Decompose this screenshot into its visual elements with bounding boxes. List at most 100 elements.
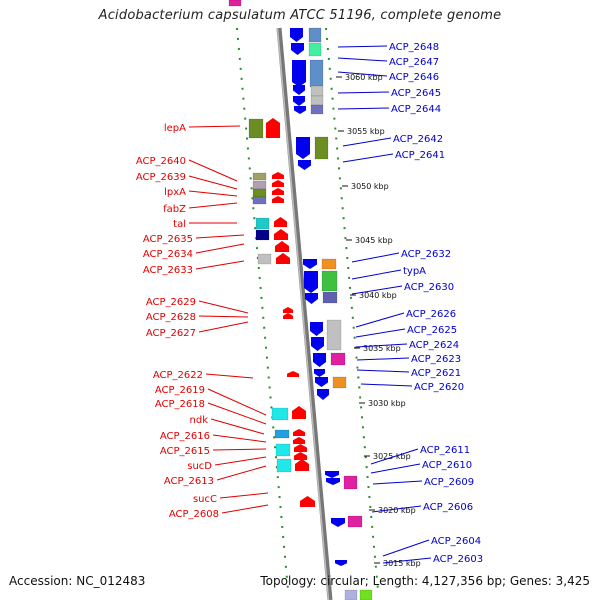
gene-label: ACP_2642 xyxy=(393,134,443,145)
gene-label: ACP_2627 xyxy=(146,328,196,339)
reverse-gene-arrow xyxy=(293,96,305,106)
cog-box xyxy=(248,118,264,139)
leader-line xyxy=(351,285,403,295)
kbp-tick-label: 3025 kbp xyxy=(373,452,411,461)
gene-label: ndk xyxy=(190,415,209,426)
leader-line xyxy=(355,328,406,338)
cog-box xyxy=(252,180,267,190)
cog-box xyxy=(330,352,346,366)
gene-label: ACP_2606 xyxy=(423,502,473,513)
leader-line xyxy=(188,125,241,128)
leader-line xyxy=(370,463,421,474)
gene-label: lpxA xyxy=(164,187,186,198)
forward-gene-arrow xyxy=(283,313,293,319)
leader-line xyxy=(210,418,265,435)
reverse-gene-arrow xyxy=(290,28,303,42)
reverse-gene-arrow xyxy=(335,560,347,566)
cog-box xyxy=(310,95,324,106)
leader-line xyxy=(355,312,405,328)
cog-box xyxy=(255,229,270,241)
cog-box xyxy=(257,253,272,265)
forward-gene-arrow xyxy=(283,307,293,313)
leader-line xyxy=(212,434,267,443)
leader-line xyxy=(371,505,422,513)
gene-label: ACP_2622 xyxy=(153,370,203,381)
leader-line xyxy=(355,343,408,348)
leader-line xyxy=(188,159,238,182)
kbp-tick-label: 3030 kbp xyxy=(368,399,406,408)
leader-line xyxy=(337,45,388,48)
cog-box xyxy=(321,270,338,292)
gene-label: ACP_2604 xyxy=(431,536,481,547)
reverse-gene-arrow xyxy=(310,322,323,336)
reverse-gene-arrow xyxy=(326,478,340,485)
gene-label: ACP_2630 xyxy=(404,282,454,293)
cog-box xyxy=(332,376,347,389)
kbp-tick-label: 3045 kbp xyxy=(355,236,393,245)
leader-line xyxy=(198,321,249,333)
reverse-gene-arrow xyxy=(304,271,318,293)
cog-box xyxy=(274,429,290,439)
reverse-gene-arrow xyxy=(298,160,311,170)
kbp-tick-label: 3055 kbp xyxy=(347,127,385,136)
cog-box xyxy=(275,443,291,457)
gene-label: ACP_2621 xyxy=(411,368,461,379)
gene-label: ACP_2619 xyxy=(155,385,205,396)
leader-line xyxy=(212,448,267,451)
leader-line xyxy=(221,504,269,514)
leader-line xyxy=(372,480,423,485)
cog-box xyxy=(271,407,289,421)
gene-label: ACP_2618 xyxy=(155,399,205,410)
leader-line xyxy=(360,383,413,387)
gene-label: ACP_2608 xyxy=(169,509,219,520)
forward-gene-arrow xyxy=(274,217,287,227)
kbp-tick-label: 3040 kbp xyxy=(359,291,397,300)
forward-gene-arrow xyxy=(272,196,284,203)
forward-gene-arrow xyxy=(276,253,290,264)
gene-label: ACP_2632 xyxy=(401,249,451,260)
forward-gene-arrow xyxy=(274,229,288,240)
gene-label: ACP_2624 xyxy=(409,340,459,351)
cog-box xyxy=(255,217,270,230)
leader-line xyxy=(382,539,430,557)
cog-box xyxy=(308,42,322,57)
kbp-tick-label: 3050 kbp xyxy=(351,182,389,191)
gene-label: ACP_2615 xyxy=(160,446,210,457)
gene-label: typA xyxy=(403,266,426,277)
leader-line xyxy=(337,91,390,94)
cog-box xyxy=(310,85,324,97)
forward-gene-arrow xyxy=(287,371,299,377)
gene-features xyxy=(228,0,373,600)
reverse-gene-arrow xyxy=(293,85,305,95)
cog-box xyxy=(344,589,358,600)
reverse-gene-arrow xyxy=(315,377,328,387)
gene-label: ACP_2626 xyxy=(406,309,456,320)
gene-label: ACP_2609 xyxy=(424,477,474,488)
cog-box xyxy=(347,515,363,528)
cog-box xyxy=(322,291,338,304)
leader-line xyxy=(195,260,245,270)
cog-box xyxy=(310,104,324,115)
leader-line xyxy=(195,234,245,239)
forward-gene-arrow xyxy=(294,444,307,452)
leader-line xyxy=(205,373,254,379)
leader-line xyxy=(337,71,388,77)
reverse-gene-arrow xyxy=(291,43,304,55)
leader-line xyxy=(188,190,238,197)
forward-gene-arrow xyxy=(293,429,305,436)
forward-gene-arrow xyxy=(272,172,284,179)
forward-gene-arrow xyxy=(293,437,305,444)
gene-label: ACP_2613 xyxy=(164,476,214,487)
reverse-gene-arrow xyxy=(317,389,329,400)
gene-label: ACP_2634 xyxy=(143,249,193,260)
leader-line xyxy=(337,57,388,62)
gene-label: ACP_2603 xyxy=(433,554,483,565)
forward-gene-arrow xyxy=(294,452,307,460)
leader-line xyxy=(207,388,267,416)
cog-box xyxy=(252,196,267,205)
cog-box xyxy=(314,136,329,160)
leader-line xyxy=(342,153,394,163)
leader-line xyxy=(382,557,432,564)
forward-gene-arrow xyxy=(275,241,289,252)
